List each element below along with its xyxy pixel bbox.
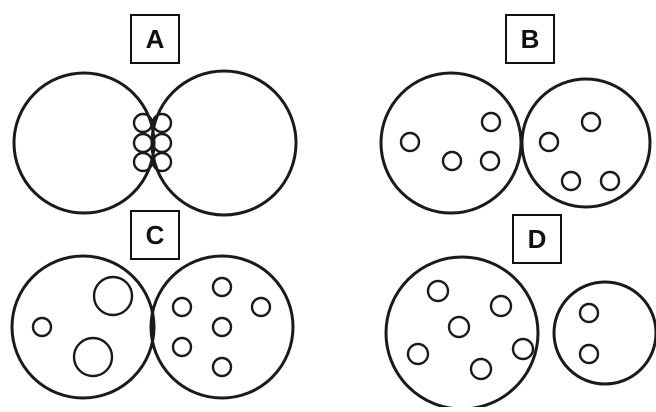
panel-d-cell-large (386, 257, 538, 407)
panel-b-vesicle (443, 152, 461, 170)
panel-c-drawing (12, 256, 293, 398)
panel-c-vesicle (252, 298, 270, 316)
panel-b-vesicle (562, 172, 580, 190)
panel-b-vesicle (482, 113, 500, 131)
panel-a-vesicle (134, 153, 152, 171)
panel-d-vesicle (491, 296, 511, 316)
panel-d-cell-small (554, 282, 656, 384)
panel-c-vesicle (173, 338, 191, 356)
panel-a-vesicle (153, 134, 171, 152)
panel-d-vesicle (428, 281, 448, 301)
panel-c-large-vesicle (74, 338, 112, 376)
panel-d-label: D (512, 214, 562, 264)
panel-a-cell-right (152, 71, 296, 215)
panel-c-large-vesicle (94, 277, 132, 315)
panel-c-vesicle (213, 358, 231, 376)
panel-d-vesicle (513, 339, 533, 359)
panel-d-vesicle (580, 345, 598, 363)
panel-d-vesicle (471, 359, 491, 379)
panel-a-drawing (14, 71, 296, 215)
panel-d-vesicle (408, 344, 428, 364)
panel-c-label: C (130, 210, 180, 260)
panel-c-vesicle (213, 318, 231, 336)
panel-b-label: B (505, 14, 555, 64)
panel-b-vesicle (481, 152, 499, 170)
panel-c-vesicle (33, 318, 51, 336)
panel-b-vesicle (401, 133, 419, 151)
panel-d-vesicle (449, 317, 469, 337)
panel-b-drawing (381, 73, 650, 213)
panel-d-vesicle (580, 304, 598, 322)
panel-b-vesicle (582, 113, 600, 131)
panel-c-vesicle (173, 298, 191, 316)
panel-c-vesicle (213, 278, 231, 296)
panel-d-drawing (386, 257, 656, 407)
panel-b-vesicle (601, 172, 619, 190)
panel-b-vesicle (540, 133, 558, 151)
panel-a-vesicle (134, 114, 152, 132)
panel-a-vesicle (134, 134, 152, 152)
panel-a-label: A (130, 14, 180, 64)
